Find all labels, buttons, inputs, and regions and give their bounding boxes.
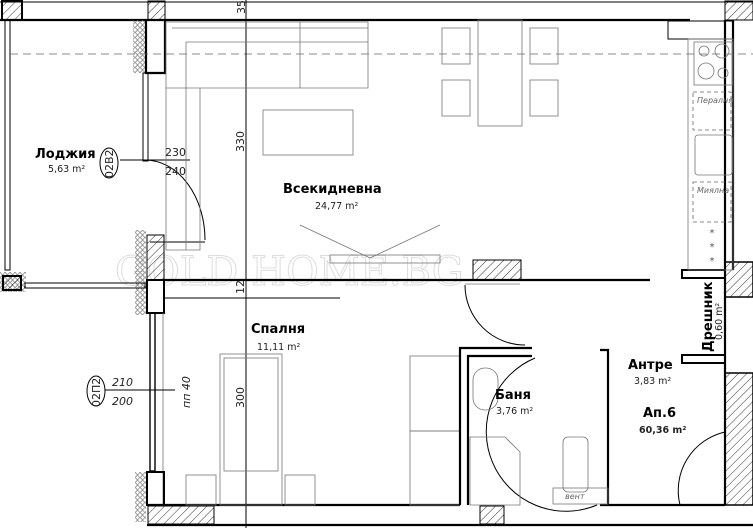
coffee-table [262, 109, 354, 156]
room-area-closet: 0,60 m² [714, 303, 725, 340]
dimension-bedroom: 300 [234, 387, 247, 408]
svg-text:*: * [710, 242, 715, 253]
bedroom-door [464, 284, 526, 346]
room-area-bathroom: 3,76 m² [496, 406, 533, 417]
dining-table [441, 19, 559, 127]
bed [185, 353, 316, 506]
bathroom-walls [458, 346, 725, 512]
dimension-top: 35 [235, 0, 248, 14]
svg-text:*: * [710, 256, 715, 267]
apartment-area: 60,36 m² [639, 425, 686, 436]
room-area-living: 24,77 m² [315, 201, 358, 212]
room-area-loggia: 5,63 m² [48, 164, 85, 175]
room-name-bathroom: Баня [495, 388, 531, 403]
loggia-door [144, 159, 206, 241]
wardrobe [409, 355, 461, 506]
opening-code-window: 02П2 [90, 378, 103, 407]
svg-text:*: * [710, 228, 715, 239]
window-sill-height: пп 40 [180, 376, 193, 408]
tv-unit [329, 254, 441, 264]
opening-width-door: 230 [165, 146, 186, 159]
room-name-living: Всекидневна [283, 182, 382, 197]
entrance-door [677, 431, 726, 506]
washer-label: Пералня [697, 96, 733, 105]
sofa [165, 21, 369, 251]
room-name-closet: Дрешник [701, 281, 716, 352]
vent-label: вент [565, 492, 585, 501]
room-area-entrance: 3,83 m² [634, 376, 671, 387]
room-name-entrance: Антре [628, 358, 673, 373]
dimension-living: 330 [234, 131, 247, 152]
opening-height-window: 200 [112, 395, 133, 408]
room-name-loggia: Лоджия [35, 147, 96, 162]
opening-code-door: 02В2 [103, 149, 116, 178]
room-area-bedroom: 11,11 m² [257, 342, 300, 353]
room-name-bedroom: Спалня [251, 322, 305, 337]
opening-height-door: 240 [165, 165, 186, 178]
kitchen-counter: * * * [667, 20, 734, 271]
watermark: GOLD HOME.BG [115, 249, 464, 295]
dimension-wall: 12 [234, 280, 247, 294]
opening-width-window: 210 [112, 376, 133, 389]
dishwasher-label: Миялна [697, 186, 729, 195]
apartment-name: Ап.6 [643, 406, 676, 421]
